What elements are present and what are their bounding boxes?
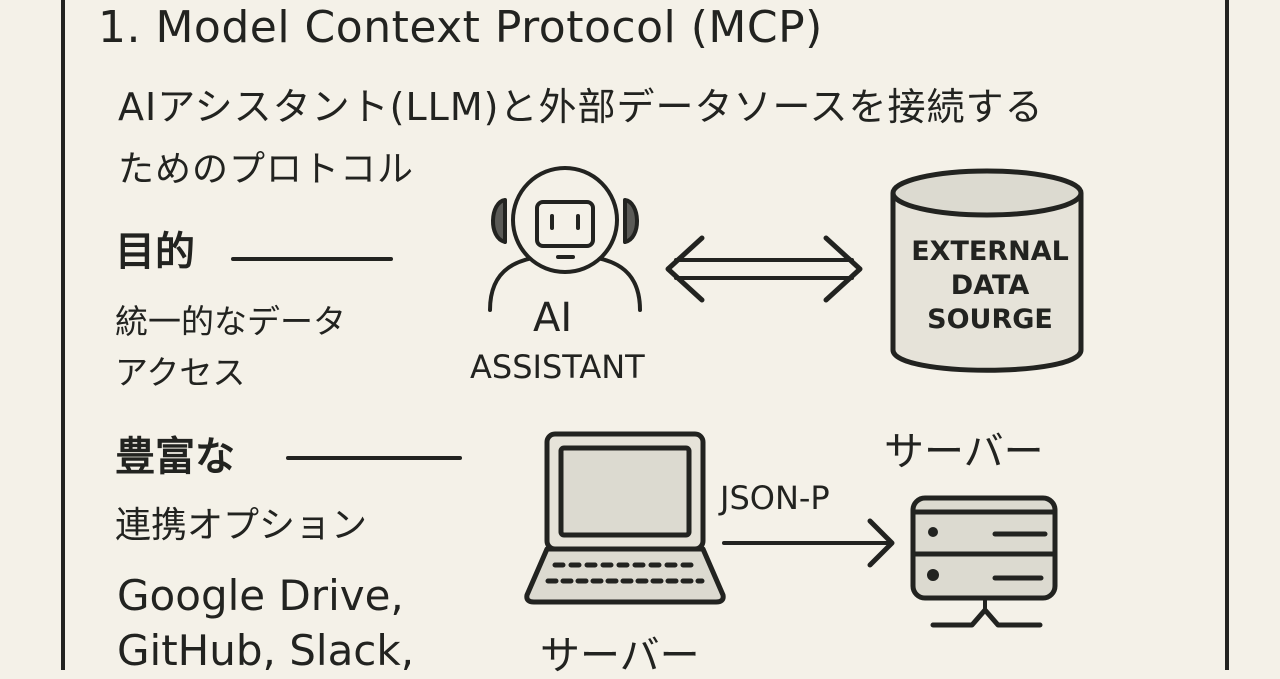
integrations-body: 連携オプション — [115, 505, 368, 546]
integrations-apps-line-2: GitHub, Slack, — [117, 626, 415, 675]
data-source-label-line-3: SOURGE — [927, 304, 1053, 335]
purpose-divider — [231, 257, 393, 261]
server-rack-icon — [910, 495, 1058, 628]
purpose-body-line-2: アクセス — [115, 353, 246, 392]
client-label: サーバー — [540, 633, 700, 679]
subtitle-line-1: AIアシスタント(LLM)と外部データソースを接続する — [118, 85, 1044, 129]
page-title: 1. Model Context Protocol (MCP) — [98, 2, 823, 53]
data-source-label: EXTERNAL DATA SOURGE — [900, 235, 1080, 337]
laptop-icon — [524, 431, 726, 605]
purpose-body-line-1: 統一的なデータ — [115, 302, 346, 341]
purpose-heading: 目的 — [115, 229, 195, 275]
frame-left-border — [61, 0, 65, 670]
assistant-label-assistant: ASSISTANT — [470, 348, 645, 386]
integrations-apps-line-1: Google Drive, — [117, 571, 404, 620]
database-cylinder-icon — [890, 168, 1084, 373]
server-label: サーバー — [884, 429, 1044, 475]
assistant-label-ai: AI — [533, 295, 573, 341]
integrations-heading: 豊富な — [115, 434, 235, 480]
data-source-label-line-1: EXTERNAL — [911, 236, 1069, 267]
data-source-label-line-2: DATA — [950, 270, 1030, 301]
double-arrow-icon — [665, 235, 863, 303]
robot-headset-icon — [488, 166, 642, 312]
integrations-divider — [286, 456, 462, 460]
subtitle-line-2: ためのプロトコル — [118, 149, 415, 190]
transport-label: JSON-P — [720, 479, 830, 517]
frame-right-border — [1225, 0, 1229, 670]
right-arrow-icon — [722, 518, 895, 568]
